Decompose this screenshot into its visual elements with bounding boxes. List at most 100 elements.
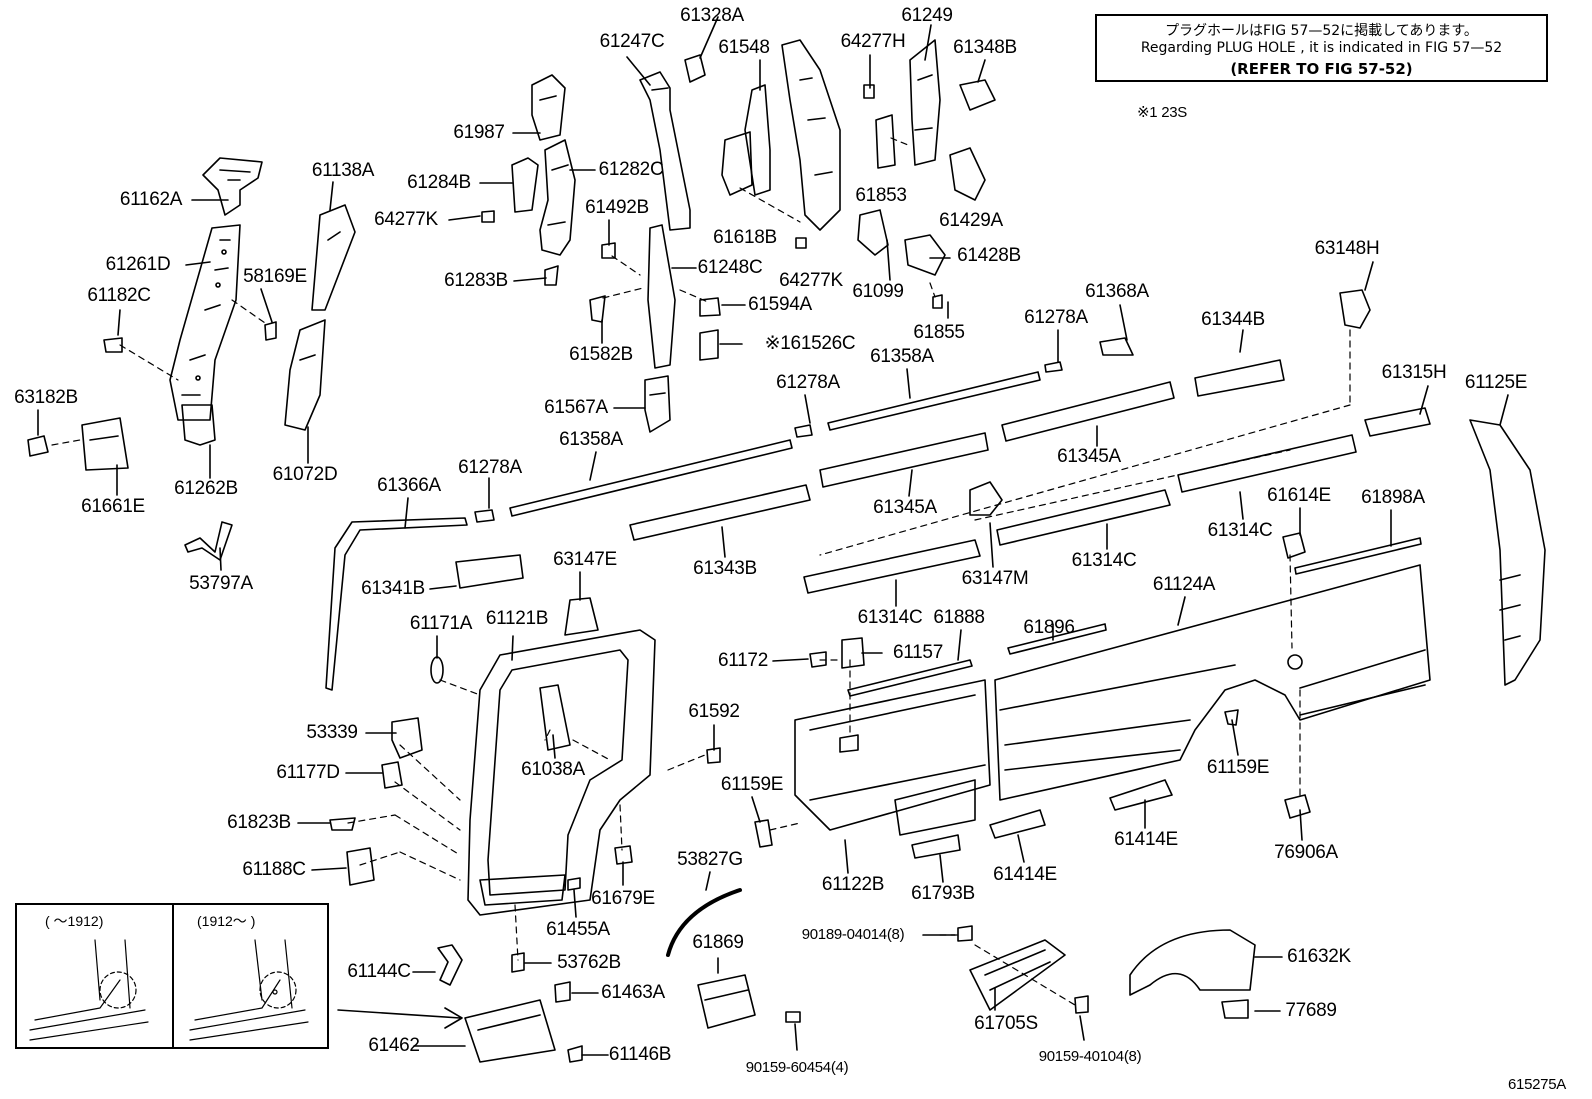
part-label[interactable]: 58169E — [243, 266, 307, 287]
part-label[interactable]: 61548 — [718, 37, 770, 58]
part-label[interactable]: 61157 — [893, 642, 943, 663]
part-label[interactable]: 61855 — [913, 322, 965, 343]
part-label[interactable]: 61429A — [939, 210, 1003, 231]
part-label[interactable]: 61414E — [1114, 829, 1178, 850]
part-label[interactable]: 61358A — [870, 346, 934, 367]
note-mark: ※1 23S — [1137, 104, 1187, 121]
part-label[interactable]: 61122B — [821, 874, 885, 895]
inset-detail-box: ( ～1912) (1912～ ) — [15, 903, 329, 1049]
part-label[interactable]: 61278A — [1024, 307, 1088, 328]
part-label[interactable]: 90189-04014(8) — [801, 926, 905, 943]
part-label[interactable]: 61314C — [857, 607, 923, 628]
part-label[interactable]: 61582B — [569, 344, 633, 365]
part-label[interactable]: 64277K — [779, 270, 843, 291]
part-label[interactable]: 63182B — [14, 387, 78, 408]
part-label[interactable]: 63148H — [1314, 238, 1380, 259]
part-label[interactable]: 61348B — [953, 37, 1017, 58]
part-label[interactable]: 53339 — [306, 722, 358, 743]
part-label[interactable]: 61283B — [444, 270, 508, 291]
part-label[interactable]: 61898A — [1361, 487, 1425, 508]
part-label[interactable]: 61869 — [692, 932, 744, 953]
part-label[interactable]: 61358A — [559, 429, 623, 450]
part-label[interactable]: 61888 — [933, 607, 985, 628]
part-label[interactable]: 61261D — [105, 254, 171, 275]
figure-id: 615275A — [1508, 1076, 1566, 1093]
part-label[interactable]: 61632K — [1287, 946, 1351, 967]
part-label[interactable]: 61262B — [174, 478, 238, 499]
part-label[interactable]: 61345A — [873, 497, 937, 518]
part-label[interactable]: 61594A — [748, 294, 812, 315]
part-label[interactable]: 61315H — [1381, 362, 1447, 383]
part-label[interactable]: 61341B — [361, 578, 425, 599]
part-label[interactable]: 64277H — [840, 31, 906, 52]
part-label[interactable]: 61249 — [901, 5, 953, 26]
part-label[interactable]: 61314C — [1207, 520, 1273, 541]
part-label[interactable]: 61282C — [598, 159, 664, 180]
part-label[interactable]: 61368A — [1085, 281, 1149, 302]
part-label[interactable]: 61247C — [599, 31, 665, 52]
note-english-text: Regarding PLUG HOLE , it is indicated in… — [1140, 40, 1503, 56]
part-label[interactable]: 61099 — [852, 281, 904, 302]
part-label[interactable]: 77689 — [1285, 1000, 1337, 1021]
part-label[interactable]: 61072D — [272, 464, 338, 485]
part-label[interactable]: 61618B — [713, 227, 777, 248]
part-label[interactable]: 61492B — [585, 197, 649, 218]
part-label[interactable]: 61896 — [1023, 617, 1075, 638]
part-label[interactable]: 61278A — [776, 372, 840, 393]
part-label[interactable]: 61679E — [591, 888, 655, 909]
part-label[interactable]: 61463A — [601, 982, 665, 1003]
part-label[interactable]: 61038A — [521, 759, 585, 780]
part-label[interactable]: 61345A — [1057, 446, 1121, 467]
part-label[interactable]: 61661E — [81, 496, 145, 517]
part-label[interactable]: 90159-60454(4) — [745, 1059, 849, 1076]
inset-caption-left: ( ～1912) — [45, 913, 104, 929]
part-label[interactable]: 61284B — [407, 172, 471, 193]
part-label[interactable]: 61182C — [87, 285, 151, 306]
part-label[interactable]: 61159E — [720, 774, 784, 795]
part-label[interactable]: 61455A — [546, 919, 610, 940]
part-label[interactable]: 53797A — [189, 573, 253, 594]
part-label[interactable]: 61159E — [1206, 757, 1270, 778]
part-label[interactable]: 61414E — [993, 864, 1057, 885]
part-label[interactable]: 61462 — [368, 1035, 420, 1056]
part-label[interactable]: 61567A — [544, 397, 608, 418]
part-label[interactable]: 61172 — [718, 650, 768, 671]
part-label[interactable]: 61428B — [957, 245, 1021, 266]
part-label[interactable]: 61188C — [242, 859, 306, 880]
part-label[interactable]: 61823B — [227, 812, 291, 833]
part-label[interactable]: 61314C — [1071, 550, 1137, 571]
part-label[interactable]: 61144C — [347, 961, 411, 982]
part-label[interactable]: 61146B — [608, 1044, 672, 1065]
part-label[interactable]: 61121B — [485, 608, 549, 629]
part-label[interactable]: 61125E — [1464, 372, 1528, 393]
part-label[interactable]: 63147M — [961, 568, 1029, 589]
part-label[interactable]: ※161526C — [764, 333, 856, 354]
part-label[interactable]: 61853 — [855, 185, 907, 206]
part-label[interactable]: 61278A — [458, 457, 522, 478]
part-label[interactable]: 76906A — [1274, 842, 1338, 863]
part-label[interactable]: 53762B — [557, 952, 621, 973]
part-label[interactable]: 61124A — [1152, 574, 1216, 595]
leader-lines — [37, 16, 1509, 1056]
part-label[interactable]: 61366A — [377, 475, 441, 496]
part-label[interactable]: 63147E — [553, 549, 617, 570]
part-label[interactable]: 90159-40104(8) — [1038, 1048, 1142, 1065]
part-label[interactable]: 53827G — [677, 849, 743, 870]
body-panels — [329, 419, 1546, 1063]
part-label[interactable]: 61343B — [693, 558, 757, 579]
part-label[interactable]: 61705S — [974, 1013, 1038, 1034]
part-label[interactable]: 61344B — [1201, 309, 1265, 330]
part-label[interactable]: 61793B — [911, 883, 975, 904]
part-label[interactable]: 61592 — [688, 701, 740, 722]
part-label[interactable]: 61328A — [680, 5, 744, 26]
inset-caption-right: (1912～ ) — [197, 913, 256, 929]
part-label[interactable]: 61138A — [311, 160, 375, 181]
part-label[interactable]: 61987 — [453, 122, 505, 143]
part-label[interactable]: 61171A — [409, 613, 473, 634]
part-label[interactable]: 61162A — [119, 189, 183, 210]
part-label[interactable]: 61614E — [1267, 485, 1331, 506]
part-label[interactable]: 61248C — [697, 257, 763, 278]
part-label[interactable]: 61177D — [276, 762, 340, 783]
part-label[interactable]: 64277K — [374, 209, 438, 230]
